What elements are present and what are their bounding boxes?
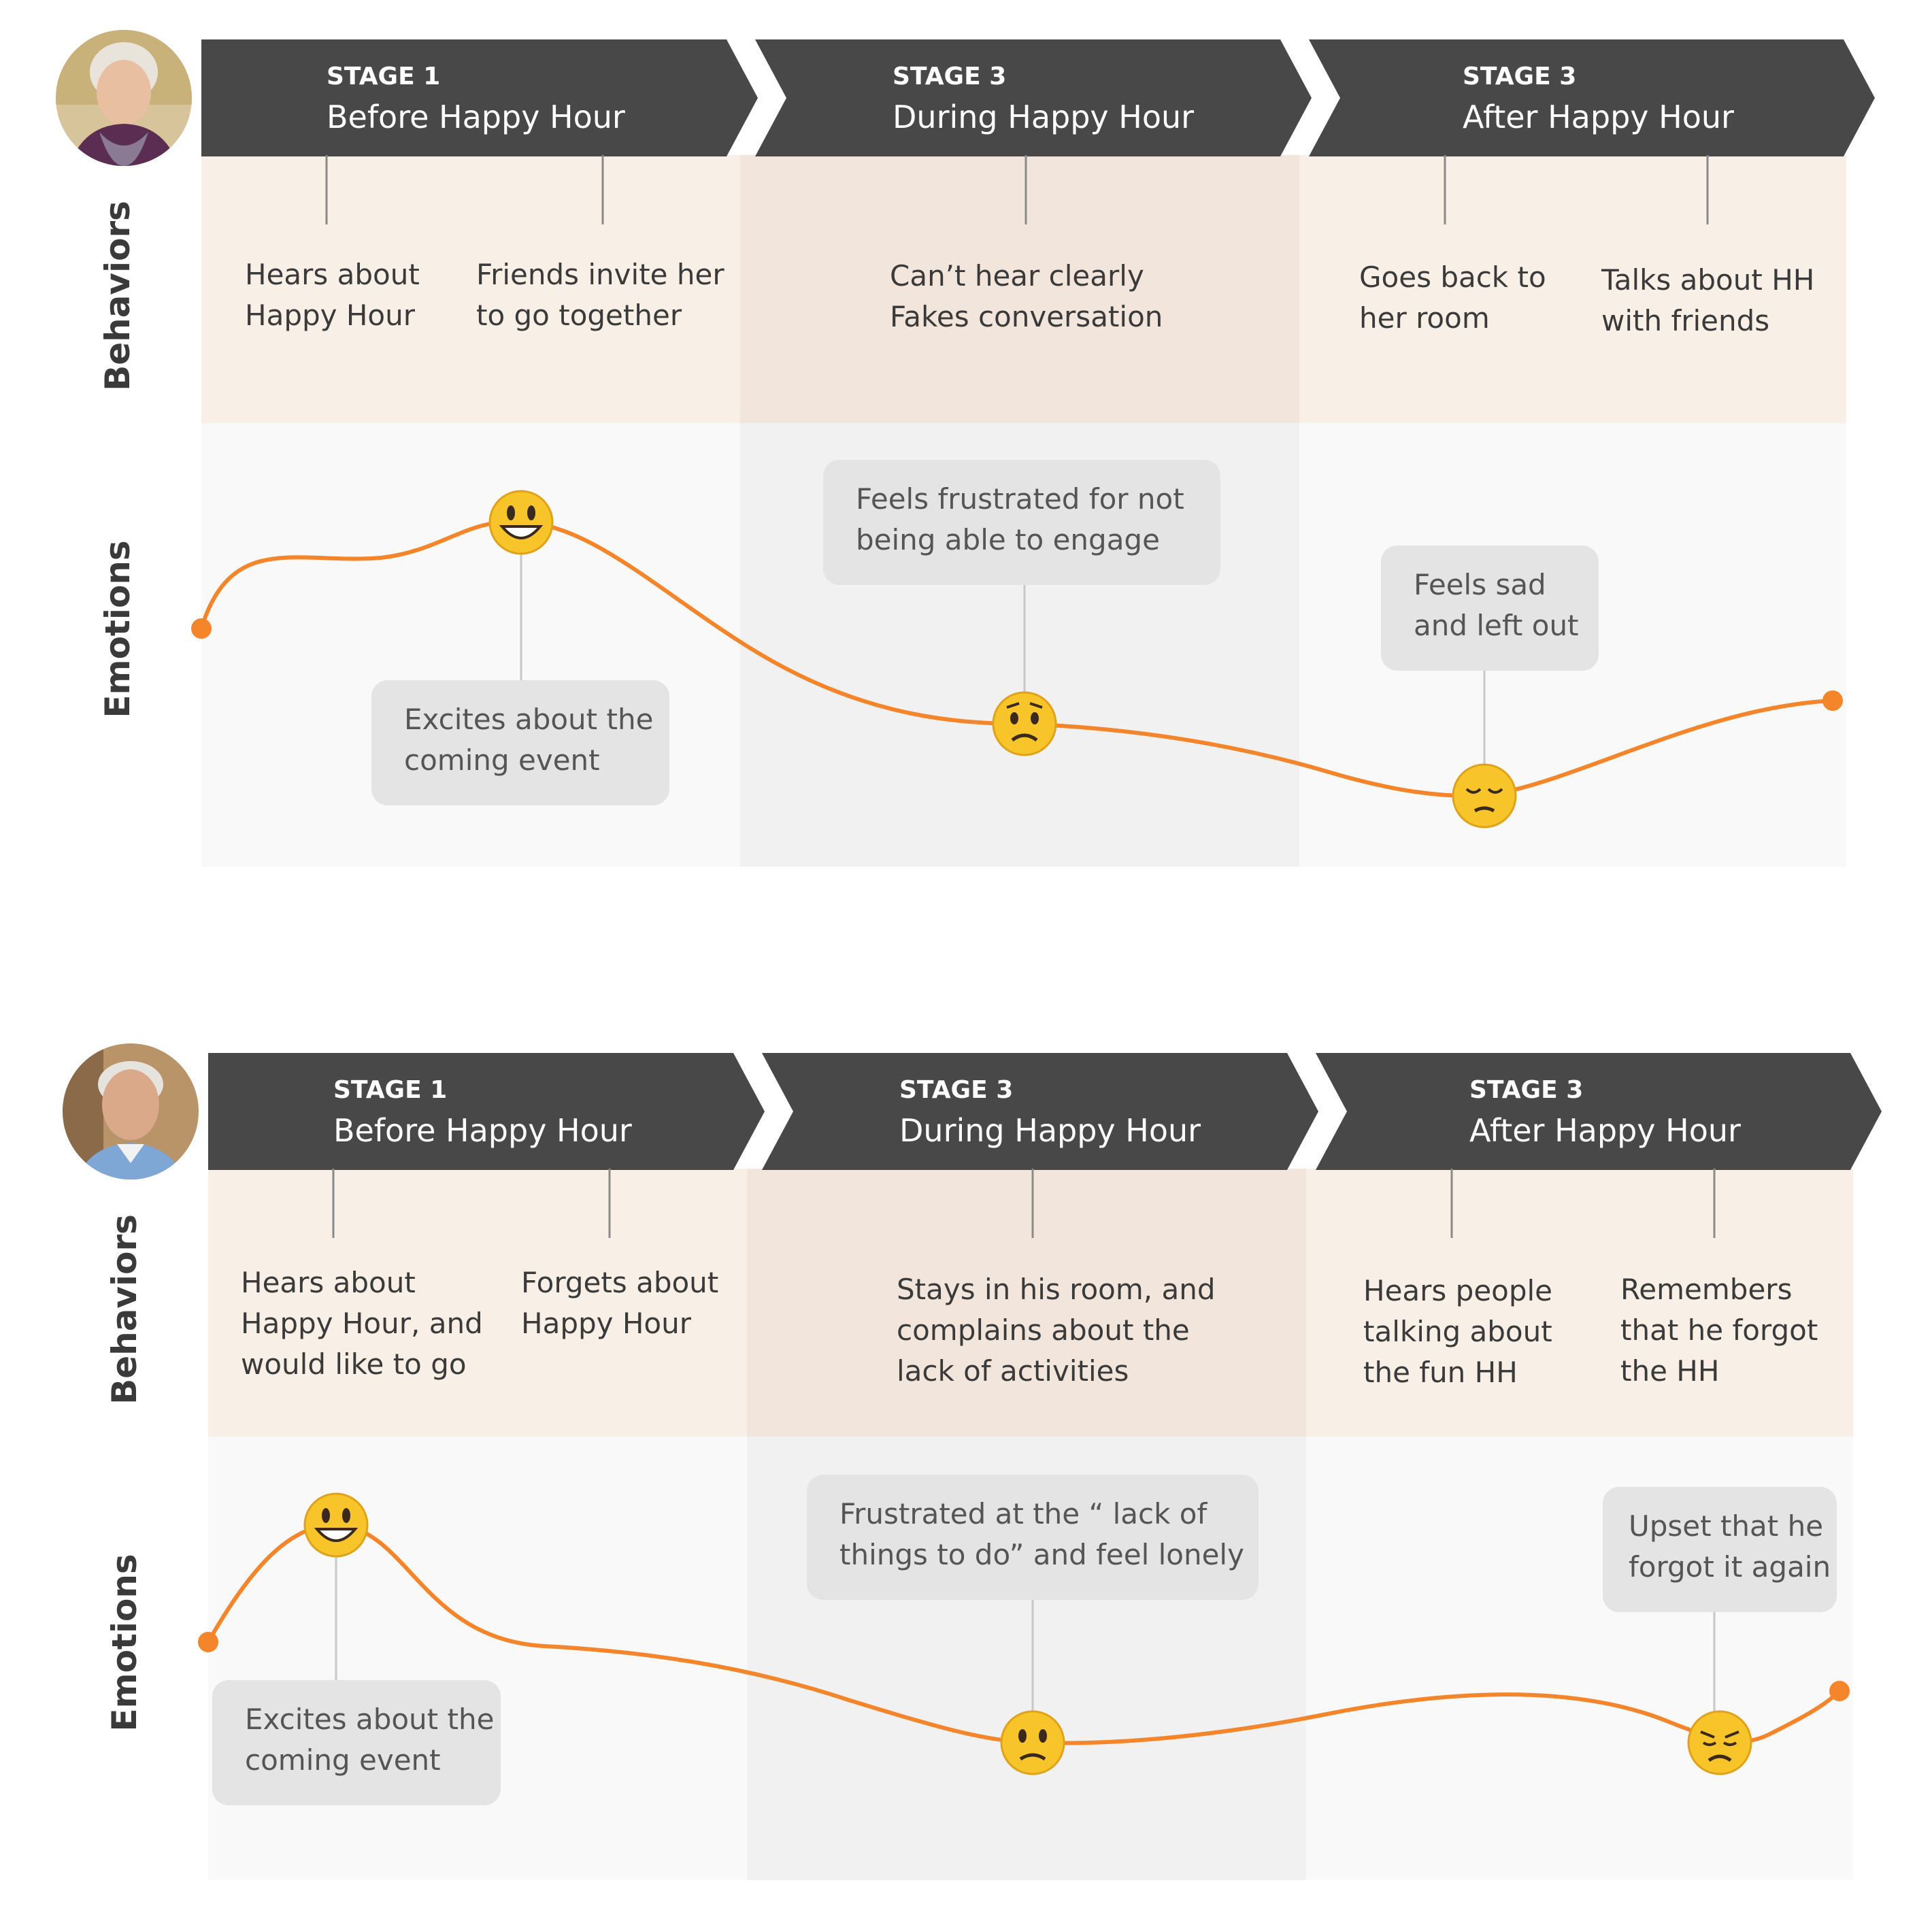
emotion-note-line: Excites about the xyxy=(404,703,654,736)
emotions-row-label: Emotions xyxy=(98,540,137,718)
behavior-line: Forgets about xyxy=(521,1266,719,1299)
stage-banner-1 xyxy=(201,39,758,156)
journey-map-1-graphic: STAGE 1 Before Happy Hour STAGE 3 During… xyxy=(98,39,1875,867)
emotion-note: Feels frustrated for not being able to e… xyxy=(823,460,1220,585)
behaviors-band-stage-3 xyxy=(1306,1169,1853,1437)
behavior-line: Remembers xyxy=(1620,1273,1793,1306)
behavior-line: Happy Hour, and xyxy=(241,1307,483,1340)
stage-1-kicker: STAGE 1 xyxy=(327,63,440,90)
behavior-line: that he forgot xyxy=(1620,1313,1818,1347)
stage-banner-1 xyxy=(208,1053,765,1170)
behavior-line: Goes back to xyxy=(1359,261,1546,294)
journey-map-2: STAGE 1 Before Happy Hour STAGE 3 During… xyxy=(0,1014,1932,1925)
behaviors-band-stage-2 xyxy=(747,1169,1306,1437)
curve-end-dot xyxy=(1829,1681,1850,1701)
emotion-note-line: Feels sad xyxy=(1414,568,1546,601)
emotion-note-line: Frustrated at the “ lack of xyxy=(839,1497,1208,1530)
behaviors-row-label: Behaviors xyxy=(105,1214,144,1405)
worried-face-icon xyxy=(992,691,1057,756)
stage-banner-2 xyxy=(762,1053,1318,1170)
stage-1-kicker: STAGE 1 xyxy=(333,1076,447,1104)
behavior-line: Fakes conversation xyxy=(890,300,1163,333)
emotion-note: Feels sad and left out xyxy=(1381,546,1599,671)
stage-1-name: Before Happy Hour xyxy=(333,1112,632,1149)
behavior-item: Forgets about Happy Hour xyxy=(521,1262,718,1344)
emotion-note-line: Excites about the xyxy=(245,1703,495,1736)
disappointed-face-icon xyxy=(1687,1710,1752,1775)
behavior-line: with friends xyxy=(1601,304,1770,337)
stage-3-name: After Happy Hour xyxy=(1469,1112,1741,1149)
behavior-item: Hears about Happy Hour, and would like t… xyxy=(241,1262,483,1385)
behavior-item: Hears people talking about the fun HH xyxy=(1363,1271,1552,1393)
behavior-item: Goes back to her room xyxy=(1359,257,1546,339)
curve-start-dot xyxy=(191,618,212,639)
behaviors-band-stage-3 xyxy=(1299,155,1846,423)
persona-avatar-man xyxy=(63,1043,199,1179)
behavior-line: Happy Hour xyxy=(245,299,416,332)
curve-start-dot xyxy=(198,1632,218,1652)
grinning-face-icon xyxy=(303,1492,369,1558)
behavior-line: Talks about HH xyxy=(1601,263,1815,297)
stage-banner-3 xyxy=(1309,39,1875,156)
emotion-note: Frustrated at the “ lack of things to do… xyxy=(807,1475,1259,1600)
stage-1-name: Before Happy Hour xyxy=(327,99,625,135)
behavior-item: Talks about HH with friends xyxy=(1601,260,1814,341)
behavior-item: Can’t hear clearly Fakes conversation xyxy=(890,256,1163,337)
pensive-face-icon xyxy=(1452,763,1517,828)
emotion-note-line: coming event xyxy=(245,1743,441,1777)
behavior-line: the HH xyxy=(1620,1354,1720,1388)
stage-banner-3 xyxy=(1316,1053,1882,1170)
behavior-line: Friends invite her xyxy=(476,258,724,291)
slightly-frowning-face-icon xyxy=(1000,1710,1065,1775)
persona-avatar-woman xyxy=(56,30,192,166)
curve-end-dot xyxy=(1822,690,1843,711)
emotion-note-line: things to do” and feel lonely xyxy=(839,1538,1244,1571)
emotion-note-line: being able to engage xyxy=(856,523,1160,556)
behavior-connectors xyxy=(325,155,1709,224)
emotions-row-label: Emotions xyxy=(105,1554,144,1731)
behavior-line: would like to go xyxy=(241,1348,467,1381)
grinning-face-icon xyxy=(488,490,554,555)
emotion-note-line: coming event xyxy=(404,743,600,777)
emotion-note: Upset that he forgot it again xyxy=(1603,1487,1837,1612)
behavior-line: Can’t hear clearly xyxy=(890,259,1144,292)
behavior-line: Hears people xyxy=(1363,1274,1553,1307)
behavior-line: lack of activities xyxy=(897,1354,1129,1388)
emotion-note-line: and left out xyxy=(1414,609,1579,642)
stage-2-name: During Happy Hour xyxy=(893,99,1194,135)
behavior-item: Stays in his room, and complains about t… xyxy=(897,1269,1215,1392)
behaviors-band-stage-2 xyxy=(740,155,1299,423)
behavior-line: Hears about xyxy=(241,1266,416,1299)
behaviors-band-stage-1 xyxy=(201,155,740,423)
stage-banner-2 xyxy=(755,39,1312,156)
stage-3-name: After Happy Hour xyxy=(1463,99,1734,135)
behavior-line: the fun HH xyxy=(1363,1356,1518,1389)
stage-2-name: During Happy Hour xyxy=(899,1112,1201,1149)
behavior-item: Friends invite her to go together xyxy=(476,254,724,336)
behavior-line: Hears about xyxy=(245,258,420,291)
stage-2-kicker: STAGE 3 xyxy=(893,63,1006,90)
behavior-line: talking about xyxy=(1363,1315,1552,1348)
emotion-note: Excites about the coming event xyxy=(212,1680,501,1805)
behavior-line: to go together xyxy=(476,299,682,332)
behaviors-band-stage-1 xyxy=(208,1169,747,1437)
behavior-connectors xyxy=(332,1169,1716,1238)
behavior-line: her room xyxy=(1359,301,1490,335)
behavior-item: Remembers that he forgot the HH xyxy=(1620,1269,1818,1392)
behavior-item: Hears about Happy Hour xyxy=(245,254,420,336)
emotion-note-line: Feels frustrated for not xyxy=(856,482,1184,516)
emotion-note: Excites about the coming event xyxy=(371,680,669,805)
stage-3-kicker: STAGE 3 xyxy=(1463,63,1576,90)
emotion-note-line: forgot it again xyxy=(1629,1550,1831,1584)
behavior-line: complains about the xyxy=(897,1313,1190,1347)
emotion-note-line: Upset that he xyxy=(1629,1509,1824,1543)
behaviors-row-label: Behaviors xyxy=(98,201,137,391)
stage-2-kicker: STAGE 3 xyxy=(899,1076,1013,1104)
behavior-line: Stays in his room, and xyxy=(897,1273,1216,1306)
journey-map-1: STAGE 1 Before Happy Hour STAGE 3 During… xyxy=(0,0,1932,911)
behavior-line: Happy Hour xyxy=(521,1307,692,1340)
stage-3-kicker: STAGE 3 xyxy=(1469,1076,1583,1104)
